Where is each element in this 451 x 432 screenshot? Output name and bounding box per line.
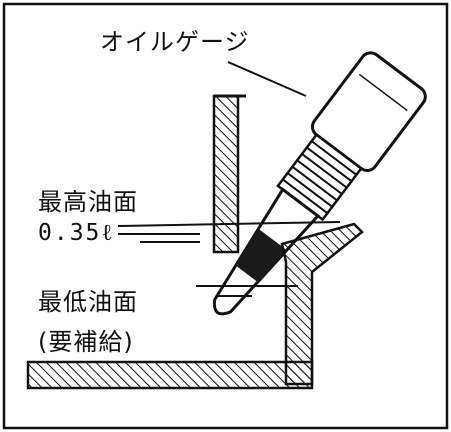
oil-gauge — [212, 51, 427, 316]
tank-floor — [26, 360, 314, 390]
refill-note-label: (要補給) — [38, 328, 134, 356]
fill-tube-wall — [280, 222, 364, 386]
min-level-lines — [196, 285, 298, 297]
capacity-label: 0.35ℓ — [38, 220, 115, 246]
oil-level-band — [235, 228, 287, 283]
gauge-thread — [276, 132, 363, 222]
min-level-label: 最低油面 — [38, 288, 138, 316]
oil-gauge-label: オイルゲージ — [100, 28, 250, 56]
gauge-leader-line — [227, 61, 307, 97]
upper-wall — [212, 94, 246, 254]
max-level-label: 最高油面 — [38, 188, 138, 216]
max-level-lines — [117, 221, 341, 243]
